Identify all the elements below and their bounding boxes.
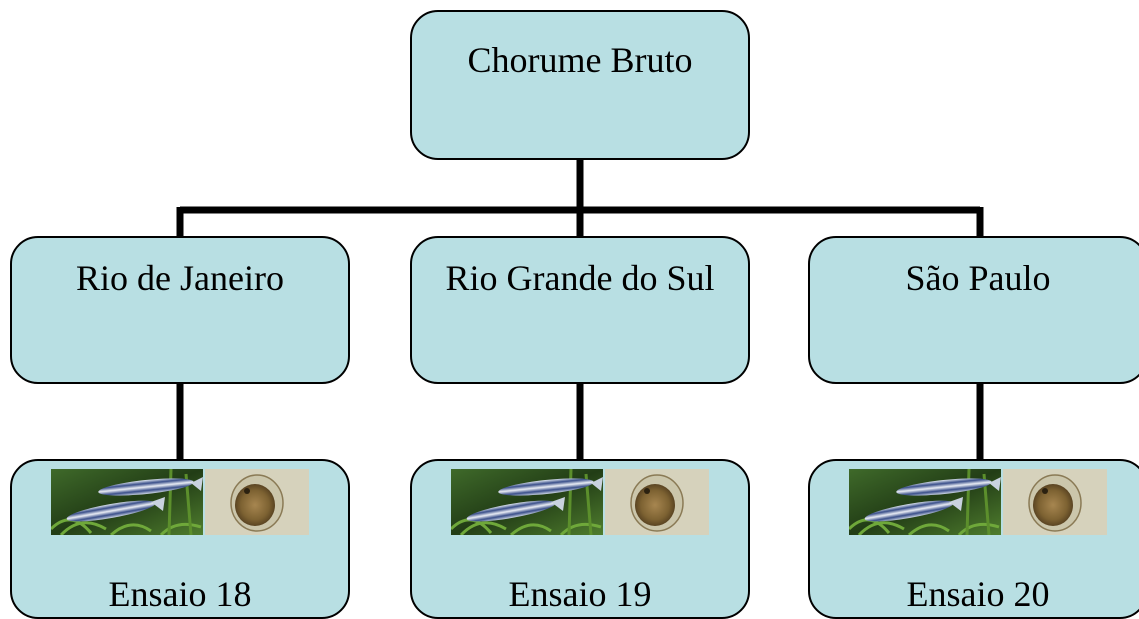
zebrafish-photo-icon: [849, 469, 1001, 535]
region-node-rio-de-janeiro: Rio de Janeiro: [10, 236, 350, 384]
root-node-label: Chorume Bruto: [467, 40, 693, 80]
assay-label: Ensaio 19: [508, 574, 652, 614]
region-label: São Paulo: [905, 258, 1051, 298]
region-node-sao-paulo: São Paulo: [808, 236, 1139, 384]
region-label: Rio Grande do Sul: [445, 258, 715, 298]
assay-node-18: Ensaio 18: [10, 459, 350, 619]
root-node-box: Chorume Bruto: [410, 10, 750, 160]
assay-node-20: Ensaio 20: [808, 459, 1139, 619]
daphnia-photo-icon: [1003, 469, 1107, 535]
assay-label: Ensaio 20: [906, 574, 1050, 614]
assay-photos: [51, 469, 309, 535]
tree-connectors: [176, 160, 984, 459]
assay-photos: [849, 469, 1107, 535]
assay-node-19: Ensaio 19: [410, 459, 750, 619]
daphnia-photo-icon: [205, 469, 309, 535]
assay-photos: [451, 469, 709, 535]
region-label: Rio de Janeiro: [76, 258, 284, 298]
zebrafish-photo-icon: [51, 469, 203, 535]
daphnia-photo-icon: [605, 469, 709, 535]
zebrafish-photo-icon: [451, 469, 603, 535]
region-node-rio-grande-do-sul: Rio Grande do Sul: [410, 236, 750, 384]
assay-label: Ensaio 18: [108, 574, 252, 614]
